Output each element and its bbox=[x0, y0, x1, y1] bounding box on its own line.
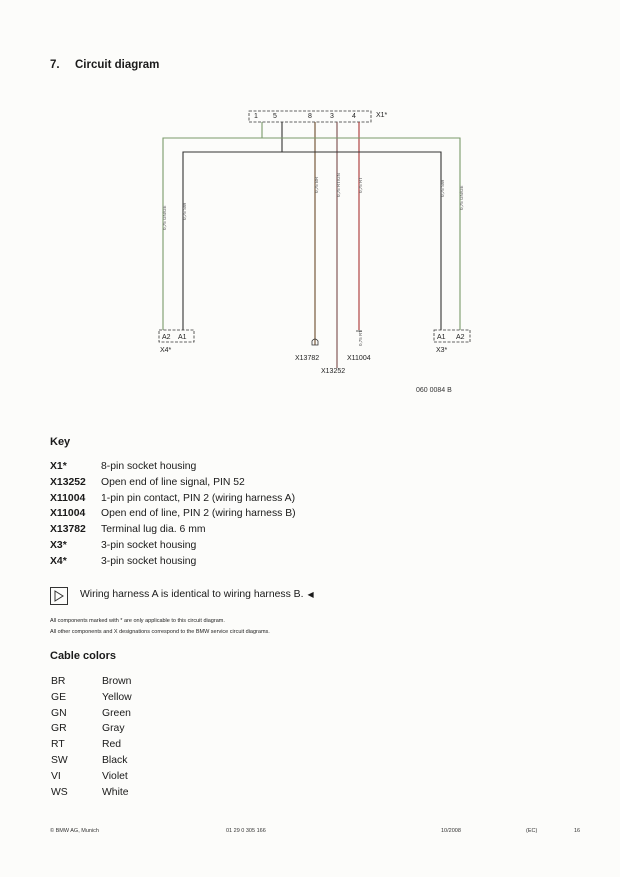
fine-print-2: All other components and X designations … bbox=[50, 629, 270, 635]
cable-code: WS bbox=[51, 786, 68, 798]
x4-housing bbox=[158, 329, 195, 343]
x3-pin-a1: A1 bbox=[437, 334, 446, 341]
cable-color-item: GE Yellow bbox=[51, 690, 132, 706]
cable-code: GN bbox=[51, 707, 67, 719]
note-arrow-icon bbox=[50, 587, 68, 605]
cable-color-item: VI Violet bbox=[51, 769, 132, 785]
key-item: X13252 Open end of line signal, PIN 52 bbox=[50, 475, 296, 491]
key-desc: Terminal lug dia. 6 mm bbox=[101, 524, 206, 536]
footer-date: 10/2008 bbox=[441, 828, 461, 834]
x4-pin-a2: A2 bbox=[162, 334, 171, 341]
key-desc: Open end of line signal, PIN 52 bbox=[101, 476, 245, 488]
wire-label-br: 0,75 BR bbox=[314, 176, 319, 193]
x3-pin-a2: A2 bbox=[456, 334, 465, 341]
cable-code: VI bbox=[51, 770, 61, 782]
key-item: X1* 8-pin socket housing bbox=[50, 459, 296, 475]
key-code: X3* bbox=[50, 539, 67, 551]
x3-housing bbox=[433, 329, 471, 343]
cable-color-item: GN Green bbox=[51, 706, 132, 722]
x1-housing bbox=[248, 110, 372, 123]
key-code: X4* bbox=[50, 555, 67, 567]
cable-colors-list: BR Brown GE Yellow GN Green GR Gray RT Red SW… bbox=[51, 674, 132, 800]
key-desc: 3-pin socket housing bbox=[101, 555, 197, 567]
wire-label-rt-gn: 0,75 RT/GN bbox=[336, 173, 341, 197]
circuit-diagram: X1* 1 5 8 3 4 0,75 GN/GE 0,75 SW 0,75 BR… bbox=[158, 110, 471, 375]
key-item: X11004 Open end of line, PIN 2 (wiring ha… bbox=[50, 506, 296, 522]
x3-label: X3* bbox=[436, 347, 448, 354]
cable-name: Brown bbox=[102, 676, 132, 687]
key-heading: Key bbox=[50, 436, 71, 448]
x1-pin-5: 5 bbox=[273, 113, 277, 120]
key-desc: 1-pin pin contact, PIN 2 (wiring harness… bbox=[101, 492, 296, 504]
footer-copyright: © BMW AG, Munich bbox=[50, 828, 99, 834]
wire-sw-x3 bbox=[282, 151, 442, 330]
cable-name: Black bbox=[102, 754, 128, 766]
cable-color-item: BR Brown bbox=[51, 674, 132, 690]
x13782-terminal bbox=[311, 338, 319, 346]
key-item: X3* 3-pin socket housing bbox=[50, 538, 296, 554]
x1-pin-1: 1 bbox=[254, 113, 258, 120]
wire-label-rt: 0,75 RT bbox=[358, 177, 363, 193]
x11004-label: X11004 bbox=[347, 355, 371, 362]
section-heading: Circuit diagram bbox=[75, 59, 160, 71]
x4-pin-a1: A1 bbox=[178, 334, 187, 341]
figure-number: 060 0084 B bbox=[416, 387, 452, 394]
cable-name: Violet bbox=[102, 770, 128, 782]
key-code: X13252 bbox=[50, 476, 86, 488]
footer-part-number: 01 29 0 305 166 bbox=[226, 828, 266, 834]
wire-sw-x4 bbox=[182, 122, 283, 330]
wire-label-rt-end: 0,75 RT bbox=[358, 330, 363, 346]
wires bbox=[162, 122, 461, 368]
fine-print-1: All components marked with * are only ap… bbox=[50, 618, 225, 624]
x1-pin-8: 8 bbox=[308, 113, 312, 120]
cable-name: Yellow bbox=[102, 691, 132, 703]
key-item: X11004 1-pin pin contact, PIN 2 (wiring h… bbox=[50, 491, 296, 507]
cable-name: Green bbox=[102, 707, 131, 719]
x13252-label: X13252 bbox=[321, 368, 345, 375]
x1-pin-4: 4 bbox=[352, 113, 356, 120]
wire-label-gn-ge-left: 0,75 GN/GE bbox=[162, 205, 167, 230]
wire-gn-ge-x4 bbox=[162, 122, 263, 330]
key-item: X4* 3-pin socket housing bbox=[50, 554, 296, 570]
section-title: 7. Circuit diagram bbox=[50, 59, 159, 71]
cable-name: Gray bbox=[102, 723, 125, 735]
cable-code: GR bbox=[51, 723, 67, 735]
cable-name: Red bbox=[102, 739, 122, 751]
wire-label-sw-right: 0,75 SW bbox=[440, 179, 445, 197]
key-code: X1* bbox=[50, 461, 67, 472]
cable-code: RT bbox=[51, 739, 65, 751]
key-desc: 3-pin socket housing bbox=[101, 539, 197, 551]
x4-label: X4* bbox=[160, 347, 172, 354]
key-item: X13782 Terminal lug dia. 6 mm bbox=[50, 522, 296, 538]
cable-code: SW bbox=[51, 754, 68, 766]
cable-color-item: WS White bbox=[51, 785, 132, 801]
cable-color-item: GR Gray bbox=[51, 721, 132, 737]
key-code: X11004 bbox=[50, 508, 86, 520]
cable-code: BR bbox=[51, 676, 66, 687]
end-marker-icon: ◀ bbox=[307, 589, 314, 599]
x1-pin-3: 3 bbox=[330, 113, 334, 120]
key-code: X11004 bbox=[50, 492, 86, 504]
section-number: 7. bbox=[50, 59, 60, 71]
x1-label: X1* bbox=[376, 112, 388, 119]
footer-page-number: 16 bbox=[574, 828, 581, 834]
wire-gn-ge-x3 bbox=[262, 137, 461, 330]
cable-colors-heading: Cable colors bbox=[50, 650, 117, 662]
cable-name: White bbox=[102, 786, 129, 798]
cable-color-item: RT Red bbox=[51, 737, 132, 753]
cable-color-item: SW Black bbox=[51, 753, 132, 769]
key-code: X13782 bbox=[50, 524, 86, 536]
wire-label-gn-ge-right: 0,75 GN/GE bbox=[459, 185, 464, 210]
key-desc: Open end of line, PIN 2 (wiring harness … bbox=[101, 508, 296, 520]
cable-code: GE bbox=[51, 691, 67, 703]
key-desc: 8-pin socket housing bbox=[101, 461, 197, 472]
note: Wiring harness A is identical to wiring … bbox=[50, 585, 314, 605]
wire-label-sw-left: 0,75 SW bbox=[182, 202, 187, 220]
footer-edition: (EC) bbox=[526, 828, 538, 834]
note-text: Wiring harness A is identical to wiring … bbox=[80, 588, 304, 600]
x13782-label: X13782 bbox=[295, 355, 319, 362]
